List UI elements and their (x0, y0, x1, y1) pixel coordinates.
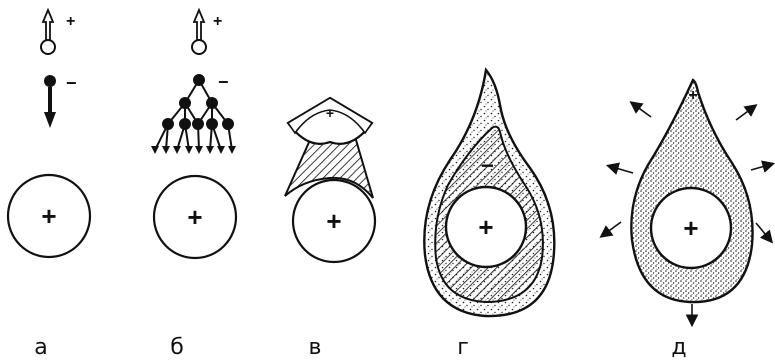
electron-icon: − (44, 73, 77, 128)
ion-plus-sign: + (213, 13, 222, 30)
drop-plus-sign: + (683, 213, 698, 243)
panel-label-d: д (671, 335, 686, 360)
panel-label-a: а (34, 335, 47, 360)
drop-plus-sign: + (478, 212, 493, 242)
panel-d: + + д (602, 80, 772, 360)
drop-plus-sign: + (41, 201, 56, 231)
panel-v: + + в (285, 98, 375, 360)
arrow-icon (751, 164, 772, 170)
layer-minus-sign: − (481, 153, 494, 178)
panel-b: + − (151, 10, 236, 360)
panel-label-g: г (457, 335, 469, 360)
arrow-icon (736, 106, 755, 120)
positive-ion-icon: + (192, 10, 222, 54)
electron-minus-sign: − (66, 73, 77, 93)
charged-drop: + (651, 188, 731, 268)
panel-label-v: в (309, 335, 322, 360)
arrow-icon (609, 166, 633, 173)
ion-plus-sign: + (66, 13, 75, 30)
drop-plus-sign: + (326, 206, 341, 236)
electron-avalanche-icon: − (151, 72, 236, 154)
panel-a: + − + а (8, 10, 90, 360)
panel-label-b: б (170, 335, 184, 360)
charged-drop: + (154, 176, 236, 258)
charged-drop: + (8, 175, 90, 257)
arrow-icon (756, 223, 771, 241)
charged-drop: + (293, 180, 375, 262)
panel-g: − + г (424, 70, 554, 360)
drop-plus-sign: + (187, 202, 202, 232)
streamer-plus-sign: + (326, 105, 334, 121)
positive-ion-icon: + (41, 10, 75, 54)
charged-drop: + (446, 187, 526, 267)
avalanche-minus-sign: − (218, 72, 229, 92)
tip-plus-sign: + (688, 87, 697, 104)
arrow-icon (632, 103, 651, 117)
arrow-icon (602, 222, 621, 236)
